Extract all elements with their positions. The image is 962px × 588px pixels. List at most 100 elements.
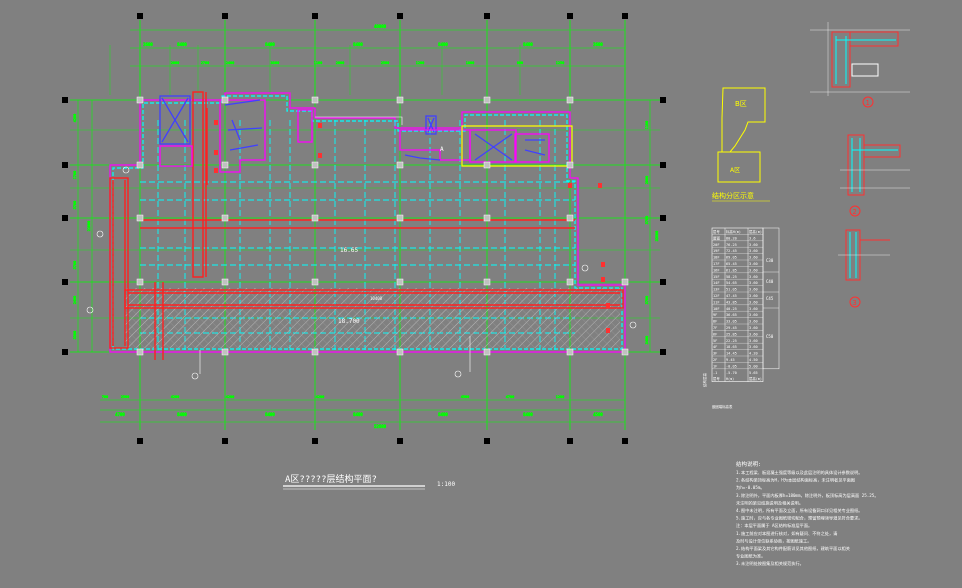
core-walls <box>159 95 550 173</box>
floor-table-cell-17-1: 18.65 <box>726 345 737 349</box>
floor-table-cell-13-0: 8F <box>713 320 717 324</box>
column-17 <box>396 214 404 222</box>
floor-table-cell-14-1: 29.45 <box>726 326 737 330</box>
column-23 <box>483 278 491 286</box>
note-line-12: 3.未注明处按图集及相关规范执行。 <box>736 560 804 567</box>
dim-top-sub-6: 2500 <box>381 61 389 65</box>
red-mark-5 <box>568 183 572 188</box>
floor-table-cell-3-1: 69.05 <box>726 256 737 260</box>
column-2 <box>136 214 144 222</box>
dim-top-sub-4: 1100 <box>314 61 322 65</box>
floor-table-cell-7-0: 14F <box>713 281 720 285</box>
axis-marker-right-1 <box>660 162 666 168</box>
column-11 <box>311 161 319 169</box>
zone-b-label: B区 <box>735 100 747 108</box>
note-line-7: 注：本层平面属于 A区结构标准层平面。 <box>736 522 812 529</box>
column-31 <box>621 348 629 356</box>
axis-marker-right-0 <box>660 97 666 103</box>
floor-table-cell-1-0: 20F <box>713 243 720 247</box>
axis-marker-top-6 <box>622 13 628 19</box>
dim-top-0: 3600 <box>143 42 153 47</box>
floor-table-cell-16-2: 3.60 <box>749 339 758 343</box>
dim-right-total: 33600 <box>655 231 659 242</box>
dim-left-4: 2400 <box>73 296 77 304</box>
floor-table-cell-18-0: 3F <box>713 352 717 356</box>
grade-label-3: C50 <box>766 334 774 339</box>
floor-table-cell-4-0: 17F <box>713 262 720 266</box>
dim-bottom-4: 8400 <box>438 412 448 417</box>
axis-marker-top-0 <box>137 13 143 19</box>
column-1 <box>136 161 144 169</box>
dim-bottom-total: 52600 <box>374 424 387 429</box>
note-line-2: 为h=-0.05m。 <box>736 484 765 491</box>
axis-marker-right-4 <box>660 349 666 355</box>
column-4 <box>136 348 144 356</box>
floor-table-note: 嵌固端标高表 <box>712 404 733 409</box>
dim-top-3: 8400 <box>353 42 363 47</box>
column-13 <box>311 278 319 286</box>
dim-bottom-sub-3: 4200 <box>226 395 234 399</box>
note-line-8: 1.施工前应对本图进行核对，如有疑问、不符之处，请 <box>736 530 837 537</box>
axis-marker-right-3 <box>660 279 666 285</box>
floor-table-cell-18-1: 14.45 <box>726 352 737 356</box>
floor-table-cell-5-0: 16F <box>713 268 720 272</box>
axis-marker-top-3 <box>397 13 403 19</box>
floor-table-cell-1-1: 76.25 <box>726 243 737 247</box>
zone-diagram-caption: 结构分区示意 <box>712 191 754 200</box>
dim-bottom-sub-4: 4200 <box>316 395 324 399</box>
red-mark-6 <box>598 183 602 188</box>
floor-table-cell-16-1: 22.25 <box>726 339 737 343</box>
floor-table-cell-12-0: 9F <box>713 313 717 317</box>
building-outline <box>109 92 626 353</box>
note-line-6: 5.施工时，应与各专业图纸密切配合，预留预埋领导潜见符合要求。 <box>736 515 862 522</box>
floor-table-cell-5-2: 3.60 <box>749 268 758 272</box>
axis-marker-bottom-6 <box>622 438 628 444</box>
floor-table-cell-12-2: 3.60 <box>749 313 758 317</box>
floor-table-cell-6-0: 15F <box>713 275 720 279</box>
top-axis-markers <box>137 13 628 19</box>
floor-table-footer-2: 层高(m) <box>749 376 762 381</box>
drawing-title: A区?????层结构平面? <box>285 473 377 485</box>
red-mark-2 <box>214 168 218 173</box>
floor-table-cell-4-1: 65.45 <box>726 262 737 266</box>
column-16 <box>396 161 404 169</box>
dim-top-5: 8400 <box>523 42 533 47</box>
axis-marker-top-1 <box>222 13 228 19</box>
floor-table-cell-8-1: 51.05 <box>726 288 737 292</box>
hatched-slab-zone-2 <box>125 288 620 348</box>
dim-bottom-sub-0: 700 <box>102 395 108 399</box>
floor-table-cell-21-2: 5.65 <box>749 371 758 375</box>
note-line-4: 未注明的梁见结施说明及相关说明。 <box>736 499 803 506</box>
red-mark-9 <box>606 303 610 308</box>
column-12 <box>311 214 319 222</box>
core-outline <box>461 125 573 167</box>
column-marks <box>214 120 610 333</box>
column-0 <box>136 96 144 104</box>
column-21 <box>483 161 491 169</box>
dim-bottom-3: 8400 <box>353 412 363 417</box>
floor-table-cell-10-2: 3.60 <box>749 300 758 304</box>
red-mark-1 <box>214 150 218 155</box>
floor-table-cell-19-1: 9.45 <box>726 358 735 362</box>
dim-top-sub-2: 2400 <box>226 61 234 65</box>
floor-table-cell-18-2: 4.20 <box>749 352 758 356</box>
note-line-5: 4.图中未注明，所有平面及立面，所有设备洞口详见相关专业图纸。 <box>736 507 862 514</box>
axis-marker-top-5 <box>567 13 573 19</box>
red-mark-0 <box>214 120 218 125</box>
axis-marker-top-4 <box>484 13 490 19</box>
floor-table-cell-14-2: 3.60 <box>749 326 758 330</box>
detail-2: 2 <box>840 134 910 217</box>
dim-top-sub-3: 3300 <box>271 61 279 65</box>
axis-marker-bottom-0 <box>137 438 143 444</box>
column-19 <box>396 348 404 356</box>
column-7 <box>221 214 229 222</box>
dim-top-6: 3600 <box>593 42 603 47</box>
dim-left-5: 3300 <box>73 331 77 339</box>
dim-right-4: 3400 <box>645 336 649 344</box>
detail-1-mark: 1 <box>866 99 870 107</box>
floor-table-cell-16-0: 5F <box>713 339 717 343</box>
column-10 <box>311 96 319 104</box>
